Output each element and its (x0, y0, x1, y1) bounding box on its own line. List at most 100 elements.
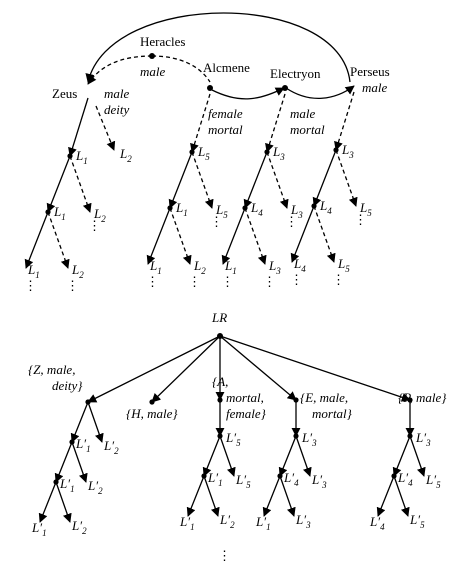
edge-top-zeus-d1 (69, 155, 92, 213)
label-bot-perseus-d2: L′5 (409, 512, 425, 530)
edge-bot-zeus-d0 (87, 401, 104, 443)
ellipsis-top-zeus-l2: ⋮ (24, 278, 37, 293)
set-perseus: {P, male} (398, 390, 447, 405)
label-top-zeus-d1: L2 (93, 206, 106, 224)
edge-bot-zeus-s1 (54, 441, 73, 483)
label-top-electryon-0: L3 (272, 144, 285, 162)
edge-top-alcmene-s2 (146, 207, 171, 265)
label-heracles-male: male (140, 64, 166, 79)
edge-heracles-alcmene (151, 55, 211, 83)
label-bot-perseus-d1: L′5 (425, 472, 441, 490)
edge-top-perseus-d1 (335, 149, 358, 207)
edge-bot-electryon-s2 (262, 475, 281, 517)
label-bot-electryon-s1: L′4 (283, 470, 299, 488)
edge-bot-alcmene-s1 (202, 435, 221, 477)
set-zeus-line1: {Z, male, (28, 362, 75, 377)
label-bot-zeus-s0: L′1 (75, 436, 91, 454)
label-perseus-male: male (362, 80, 388, 95)
label-bot-zeus-d1: L′2 (87, 478, 103, 496)
label-bot-electryon-0: L′3 (301, 430, 317, 448)
label-top-perseus-d2: L5 (337, 256, 350, 274)
arc-perseus-zeus (85, 12, 351, 83)
edge-top-electryon-d1 (266, 151, 289, 209)
ellipsis-top-zeus-r2: ⋮ (66, 278, 79, 293)
edge-top-perseus-s2 (290, 205, 315, 263)
node-heracles (149, 53, 155, 59)
ellipsis-top-perseus-l2: ⋮ (290, 272, 303, 287)
edge-bot-alcmene-d2 (203, 475, 220, 517)
edge-bot-perseus-s2 (376, 475, 395, 517)
label-electryon-male: male (290, 106, 316, 121)
edge-top-electryon-0 (265, 93, 286, 153)
label-bot-zeus-s1: L′1 (59, 476, 75, 494)
label-top-alcmene-s2: L1 (149, 258, 162, 276)
edge-bot-alcmene-s2 (186, 475, 205, 517)
label-bot-zeus-d0: L′2 (103, 438, 119, 456)
label-bot-electryon-d1: L′3 (311, 472, 327, 490)
edge-top-electryon-s1 (243, 151, 268, 209)
label-top-alcmene-d2: L2 (193, 258, 206, 276)
edge-top-alcmene-s1 (168, 151, 193, 209)
label-top-electryon-d1: L3 (290, 202, 303, 220)
ellipsis-top-alcmene-1: ⋮ (210, 214, 223, 229)
label-bot-electryon-s2: L′1 (255, 514, 271, 532)
set-alcmene-line3: female} (226, 406, 267, 421)
ellipsis-top-electryon-1: ⋮ (285, 214, 298, 229)
edge-top-zeus-0b (95, 105, 116, 151)
edge-top-zeus-0 (68, 97, 89, 157)
label-top-perseus-0: L3 (341, 142, 354, 160)
edge-bot-perseus-s1 (392, 435, 411, 477)
label-top-electryon-s2: L1 (224, 258, 237, 276)
label-alcmene-female: female (208, 106, 243, 121)
label-top-alcmene-s1: L1 (175, 200, 188, 218)
set-heracles: {H, male} (126, 406, 178, 421)
label-top-perseus-s2: L4 (293, 256, 306, 274)
set-zeus-line2: deity} (52, 378, 83, 393)
edge-bot-zeus-d1 (71, 441, 88, 483)
edge-top-perseus-s1 (312, 149, 337, 207)
edge-electryon-perseus (285, 85, 355, 100)
bottom-graph: LR {Z, male, deity} {H, male} {A, mortal… (28, 310, 447, 421)
node-bottom-heracles (149, 399, 155, 405)
label-electryon-mortal: mortal (290, 122, 325, 137)
edge-bot-electryon-d2 (279, 475, 296, 517)
label-top-electryon-s1: L4 (250, 200, 263, 218)
label-electryon: Electryon (270, 66, 321, 81)
label-bot-alcmene-d1: L′5 (235, 472, 251, 490)
edge-top-alcmene-0 (190, 93, 211, 153)
edge-bot-zeus-d2 (55, 481, 72, 523)
ellipsis-top-alcmene-r2: ⋮ (188, 274, 201, 289)
ellipsis-top-perseus-r2: ⋮ (332, 272, 345, 287)
ellipsis-top-electryon-l2: ⋮ (221, 274, 234, 289)
bottom-trees: L′2L′1L′2L′1L′2L′1L′5L′5L′1L′2L′1L′3L′3L… (31, 335, 441, 563)
edge-alcmene-electryon (211, 87, 285, 100)
label-bot-alcmene-0: L′5 (225, 430, 241, 448)
edge-top-alcmene-d2 (169, 207, 192, 265)
label-bot-alcmene-s2: L′1 (179, 514, 195, 532)
edge-root-zeus (87, 335, 221, 403)
edge-top-alcmene-d1 (191, 151, 214, 209)
edge-bot-electryon-d1 (295, 435, 312, 477)
edge-heracles-zeus (87, 55, 153, 85)
label-top-alcmene-d1: L5 (215, 202, 228, 220)
set-alcmene-line2: mortal, (226, 390, 264, 405)
label-zeus: Zeus (52, 86, 77, 101)
label-root-lr: LR (211, 310, 227, 325)
edge-bot-electryon-s1 (278, 435, 297, 477)
edge-bot-zeus-s2 (38, 481, 57, 523)
edge-root-electryon (219, 335, 297, 401)
label-bot-electryon-d2: L′3 (295, 512, 311, 530)
label-heracles: Heracles (140, 34, 185, 49)
edge-root-heracles (151, 335, 221, 403)
ellipsis-top-alcmene-l2: ⋮ (146, 274, 159, 289)
label-alcmene-mortal: mortal (208, 122, 243, 137)
edge-bot-perseus-d2 (393, 475, 410, 517)
label-bot-alcmene-d2: L′2 (219, 512, 235, 530)
label-top-perseus-s1: L4 (319, 198, 332, 216)
edge-bot-zeus-s0 (70, 401, 89, 443)
label-bot-perseus-0: L′3 (415, 430, 431, 448)
set-electryon-line1: {E, male, (300, 390, 348, 405)
label-top-zeus-0: L1 (75, 148, 88, 166)
top-graph: Heracles Zeus Alcmene Electryon Perseus … (52, 12, 390, 137)
